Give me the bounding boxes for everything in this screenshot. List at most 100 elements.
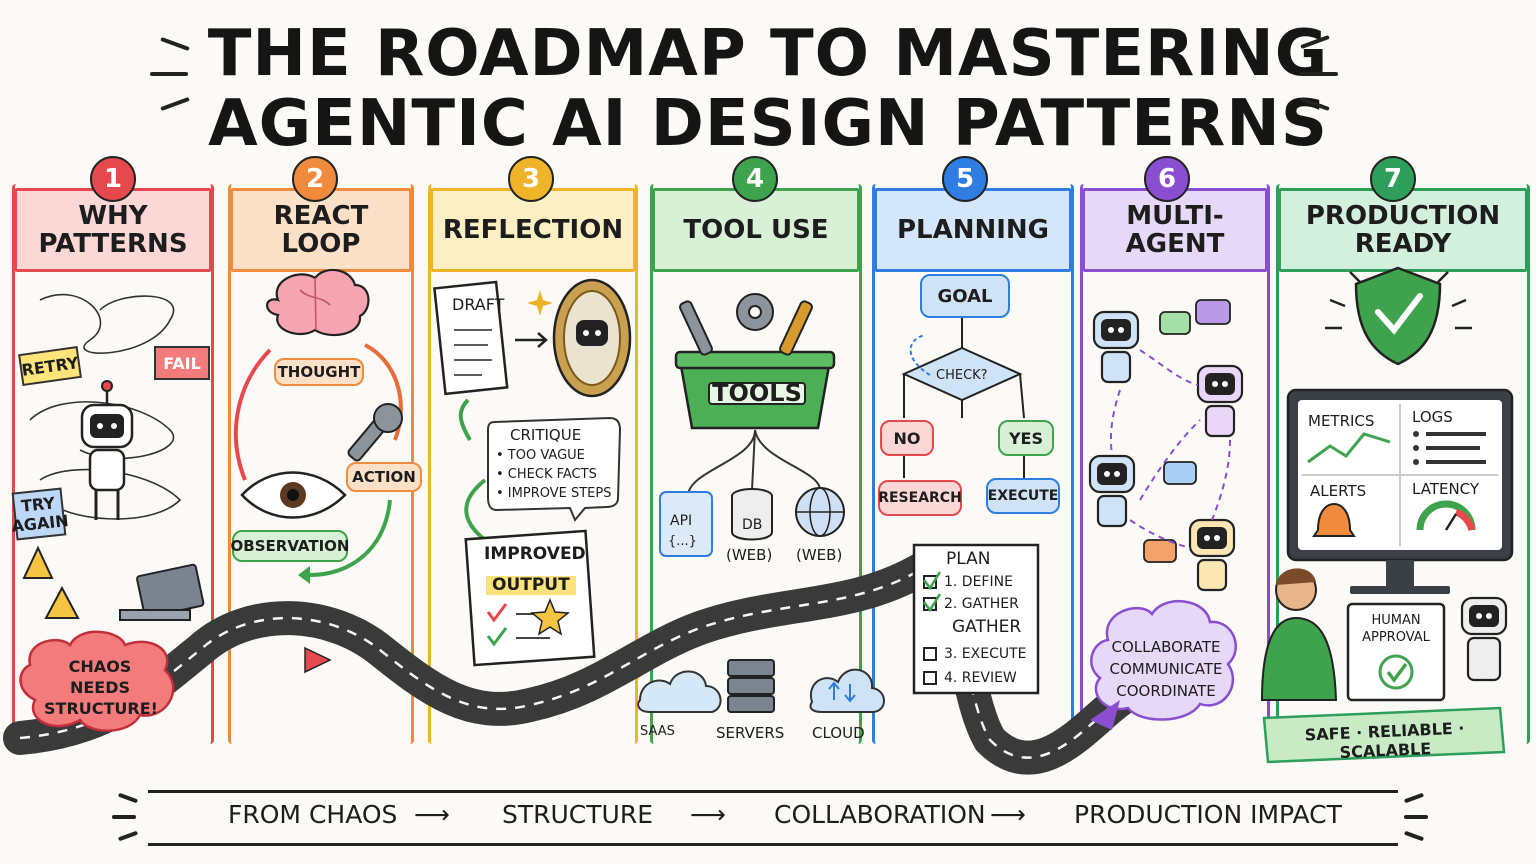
laptop-icon (119, 563, 205, 621)
latency-label: LATENCY (1412, 480, 1480, 498)
servers-label: SERVERS (716, 724, 785, 742)
api-label: API (670, 513, 693, 529)
agent-robot-icon (1196, 364, 1244, 438)
draft-document-icon (433, 280, 509, 396)
human-operator-icon (1260, 568, 1338, 701)
column-multi-agent (1080, 184, 1270, 744)
approval-check-icon (1378, 654, 1414, 690)
approval-card (1346, 602, 1446, 702)
action-label: ACTION (346, 462, 422, 492)
research-node: RESEARCH (878, 480, 962, 516)
plan-item: 3. EXECUTE (944, 646, 1027, 662)
title-accent-dash (1300, 72, 1338, 76)
road-center-line (19, 566, 1121, 759)
try-again-sticky-note: TRY AGAIN (11, 487, 69, 541)
no-node: NO (880, 420, 934, 456)
improved-label: IMPROVED (484, 544, 586, 564)
arrow-to-mirror (515, 332, 548, 348)
collaborate-communicate-coordinate-text: COLLABORATE COMMUNICATE COORDINATE (1109, 638, 1223, 700)
eye-icon (240, 471, 347, 519)
plan-item: GATHER (952, 617, 1022, 637)
header-reflection: REFLECTION (430, 188, 636, 272)
journey-arrow: ⟶ (990, 800, 1026, 829)
agent-robot-icon (1188, 518, 1236, 592)
draft-label: DRAFT (452, 295, 505, 314)
step-number-badge: 1 (90, 156, 136, 202)
globe-icon (795, 487, 845, 537)
footer-accent-dash (112, 815, 136, 819)
metrics-label: METRICS (1308, 412, 1375, 430)
shield-rays (1325, 271, 1472, 330)
agent-robot-icon (1088, 454, 1136, 528)
logs-label: LOGS (1412, 408, 1453, 426)
toolbox-icon (674, 293, 836, 430)
goal-node: GOAL (920, 274, 1010, 318)
header-planning: PLANNING (874, 188, 1072, 272)
loop-arrow-red (233, 348, 272, 481)
collaboration-cloud (1090, 600, 1238, 721)
logs-list-icon (1413, 431, 1486, 465)
header-multi-agent: MULTI-AGENT (1082, 188, 1268, 272)
loop-arrow-green (309, 499, 392, 577)
output-label: OUTPUT (486, 576, 576, 595)
cloud-sync-icon (809, 668, 885, 713)
web-label-1: (WEB) (726, 546, 773, 564)
step-number-badge: 6 (1144, 156, 1190, 202)
flow-loop-arrow (909, 334, 931, 376)
step-number-badge: 4 (732, 156, 778, 202)
column-planning (872, 184, 1074, 744)
chaos-cloud (19, 630, 175, 732)
journey-stage-collaboration: COLLABORATION (774, 800, 986, 829)
loop-arrow-green (464, 478, 487, 542)
saas-label: SAAS (640, 724, 675, 739)
journey-stage-chaos: FROM CHAOS (228, 800, 398, 829)
latency-gauge-icon (1416, 500, 1476, 532)
saas-cloud-icon (637, 670, 722, 713)
warning-icon (22, 545, 80, 619)
journey-stage-structure: STRUCTURE (502, 800, 654, 829)
output-document-icon (464, 529, 596, 667)
header-tool-use: TOOL USE (652, 188, 860, 272)
page-title-line-1: THE ROADMAP TO MASTERING (207, 17, 1329, 91)
plan-title: PLAN (946, 549, 991, 569)
assistant-robot-icon (1460, 596, 1508, 682)
plan-item: 4. REVIEW (944, 670, 1017, 686)
check-node-label: CHECK? (936, 368, 988, 383)
robot-icon (80, 380, 134, 520)
thought-label: THOUGHT (274, 358, 364, 386)
agent-robot-icon (1092, 310, 1140, 384)
green-banner (1262, 706, 1506, 764)
metrics-chart-line (1307, 432, 1391, 464)
tool-connector-lines (687, 429, 821, 496)
web-label-2: (WEB) (796, 546, 843, 564)
page-title-line-2: AGENTIC AI DESIGN PATTERNS (208, 87, 1328, 161)
critique-item: • TOO VAGUE (496, 448, 585, 463)
alerts-label: ALERTS (1310, 482, 1367, 500)
header-react-loop: REACT LOOP (230, 188, 412, 272)
journey-arrow: ⟶ (414, 800, 450, 829)
api-card (659, 491, 713, 557)
cloud-label: CLOUD (812, 724, 865, 742)
alert-bell-icon (1312, 502, 1356, 537)
critique-title: CRITIQUE (510, 426, 582, 444)
agent-connection-lines (1109, 349, 1231, 549)
plan-item: 1. DEFINE (944, 574, 1013, 590)
chat-bubble-icon (1143, 299, 1231, 563)
step-number-badge: 3 (508, 156, 554, 202)
api-sub-label: {...} (668, 534, 697, 549)
yes-node: YES (998, 420, 1054, 456)
critique-item: • CHECK FACTS (496, 467, 597, 482)
human-approval-label: HUMAN APPROVAL (1362, 613, 1430, 645)
title-accent-dash (150, 72, 188, 76)
observation-label: OBSERVATION (231, 530, 349, 562)
journey-stage-production-impact: PRODUCTION IMPACT (1074, 800, 1342, 829)
sparkle-icon (527, 290, 553, 316)
red-arrow-icon (304, 646, 332, 674)
database-icon (731, 488, 773, 541)
footer-accent-dash (1404, 815, 1428, 819)
brain-icon (266, 268, 370, 337)
step-number-badge: 2 (292, 156, 338, 202)
fail-sticky-note: FAIL (154, 346, 210, 380)
column-reflection (428, 184, 638, 744)
column-production-ready (1276, 184, 1530, 744)
